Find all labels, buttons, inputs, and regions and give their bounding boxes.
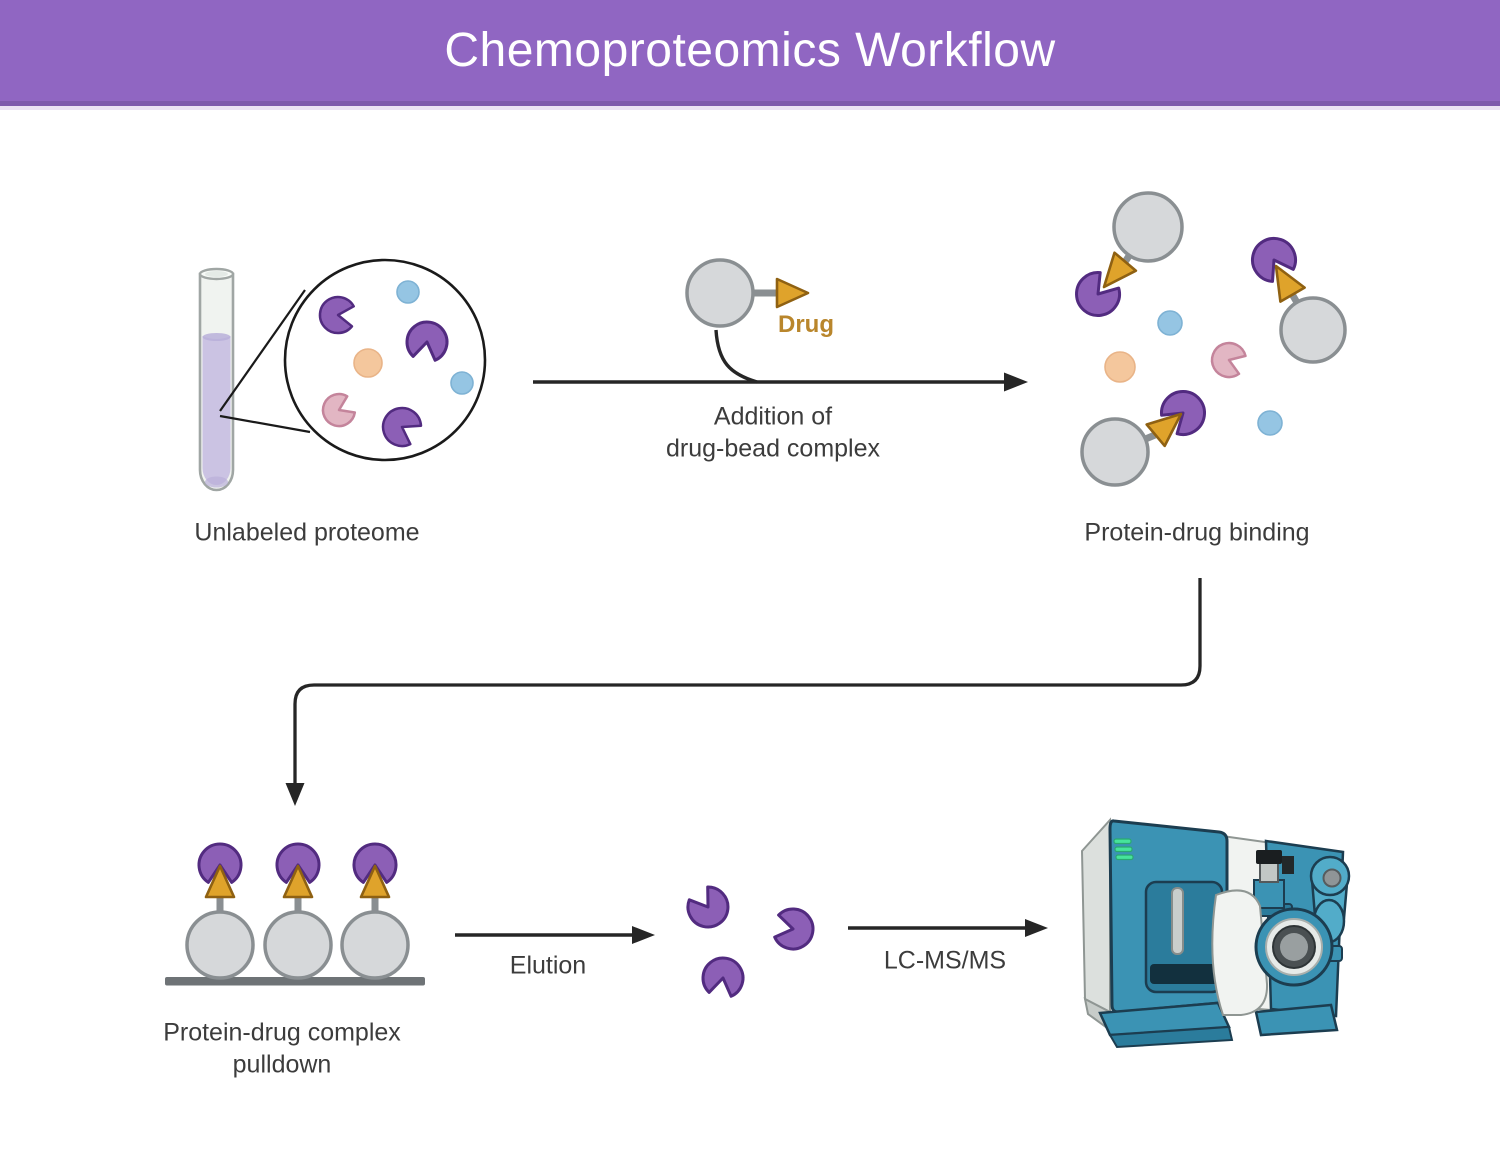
ms-arm-knob-center [1322, 868, 1342, 888]
lcms-label: LC-MS/MS [883, 946, 1007, 975]
hplc-led-lights [1113, 838, 1134, 861]
drug-bead-leader-curve [714, 329, 758, 384]
pulldown-complexes [185, 842, 410, 980]
pink-protein-icon [321, 392, 357, 428]
led-bar [1113, 838, 1132, 845]
protein-pacman-icon [318, 295, 355, 335]
protein-pacman-icon [1251, 237, 1297, 283]
led-bar [1115, 854, 1134, 861]
protein-pacman-icon [773, 907, 815, 951]
pulldown-label-line2: pulldown [232, 1050, 332, 1079]
banner-accent-strip [0, 106, 1500, 110]
protein-pacman-icon [381, 406, 423, 448]
elution-arrow-right-icon [455, 926, 655, 944]
connector-path [293, 578, 1202, 786]
test-tube-icon [198, 267, 235, 492]
bead-circle-icon [263, 910, 333, 980]
protein-pacman-icon [1160, 390, 1206, 436]
tube-liquid-surface [202, 333, 231, 341]
orange-metabolite-dot [353, 348, 383, 378]
protein-pacman-icon [405, 320, 449, 362]
drug-arrowhead-icon [359, 864, 391, 899]
tube-rim-inner [205, 271, 228, 277]
ms-base [1254, 1003, 1339, 1037]
drug-arrowhead-icon [282, 864, 314, 899]
protein-pacman-icon [1075, 271, 1121, 317]
blue-metabolite-dot [450, 371, 474, 395]
connector-arrow-down-icon [285, 578, 1202, 806]
arrow-head [1025, 919, 1048, 937]
drug-arrowhead-icon [1102, 251, 1138, 289]
bead-circle-icon [185, 910, 255, 980]
ms-injector-cap [1256, 850, 1282, 864]
drug-arrowhead-icon [775, 277, 810, 309]
protein-drug-binding-complexes [1075, 191, 1347, 487]
bead-circle-icon [1112, 191, 1184, 263]
proteome-molecules [318, 280, 474, 448]
lcms-arrow-right-icon [848, 919, 1048, 937]
arrow-head [632, 926, 655, 944]
tube-liquid-shadow [205, 476, 228, 488]
hplc-door-handle [1171, 887, 1184, 955]
blue-metabolite-dot [1157, 310, 1183, 336]
pulldown-label-line1: Protein-drug complex [163, 1018, 401, 1047]
drug-arrowhead-icon [1145, 412, 1183, 448]
addition-label-line1: Addition of [713, 402, 833, 431]
protein-pacman-icon [352, 842, 398, 884]
drug-arrowhead-icon [1274, 264, 1306, 303]
bead-circle-icon [1279, 296, 1347, 364]
hplc-side-panel [1080, 817, 1111, 1014]
addition-label-line2: drug-bead complex [665, 434, 881, 463]
elution-label: Elution [509, 951, 587, 980]
bead-circle-icon [685, 258, 755, 328]
hplc-base-bottom [1108, 1025, 1234, 1049]
title-banner: Chemoproteomics Workflow [0, 0, 1500, 106]
pulldown-surface-bar [165, 977, 425, 986]
ms-port-center [1280, 933, 1308, 961]
pink-protein-icon [1210, 341, 1247, 379]
magnifier-cone-top [219, 289, 306, 412]
orange-metabolite-dot [1104, 351, 1136, 383]
drug-label: Drug [778, 311, 834, 338]
connector-head [285, 783, 305, 806]
drug-bead-complex-icon [685, 258, 810, 328]
addition-arrow-right-icon [533, 372, 1028, 392]
ms-injector-cylinder [1259, 861, 1279, 883]
bead-circle-icon [340, 910, 410, 980]
unlabeled-proteome-label: Unlabeled proteome [194, 518, 420, 547]
drug-arrowhead-icon [204, 864, 236, 899]
protein-drug-binding-label: Protein-drug binding [1084, 518, 1310, 547]
tube-liquid [202, 336, 231, 485]
led-bar [1114, 846, 1133, 853]
blue-metabolite-dot [1257, 410, 1283, 436]
page-title: Chemoproteomics Workflow [444, 24, 1056, 77]
protein-pacman-icon [197, 842, 243, 884]
arrow-head [1004, 372, 1028, 392]
mass-spectrometer-icon [1080, 817, 1351, 1049]
eluted-proteins [686, 885, 815, 998]
protein-pacman-icon [686, 885, 730, 929]
magnifier-cone-bottom [219, 414, 311, 434]
blue-metabolite-dot [396, 280, 420, 304]
magnifier-circle-icon [219, 258, 487, 462]
protein-pacman-icon [701, 956, 745, 998]
protein-pacman-icon [275, 842, 321, 884]
ms-source-cover [1211, 889, 1269, 1016]
ms-injector-block [1282, 856, 1294, 874]
hplc-door-slot [1150, 964, 1218, 984]
bead-circle-icon [1080, 417, 1150, 487]
